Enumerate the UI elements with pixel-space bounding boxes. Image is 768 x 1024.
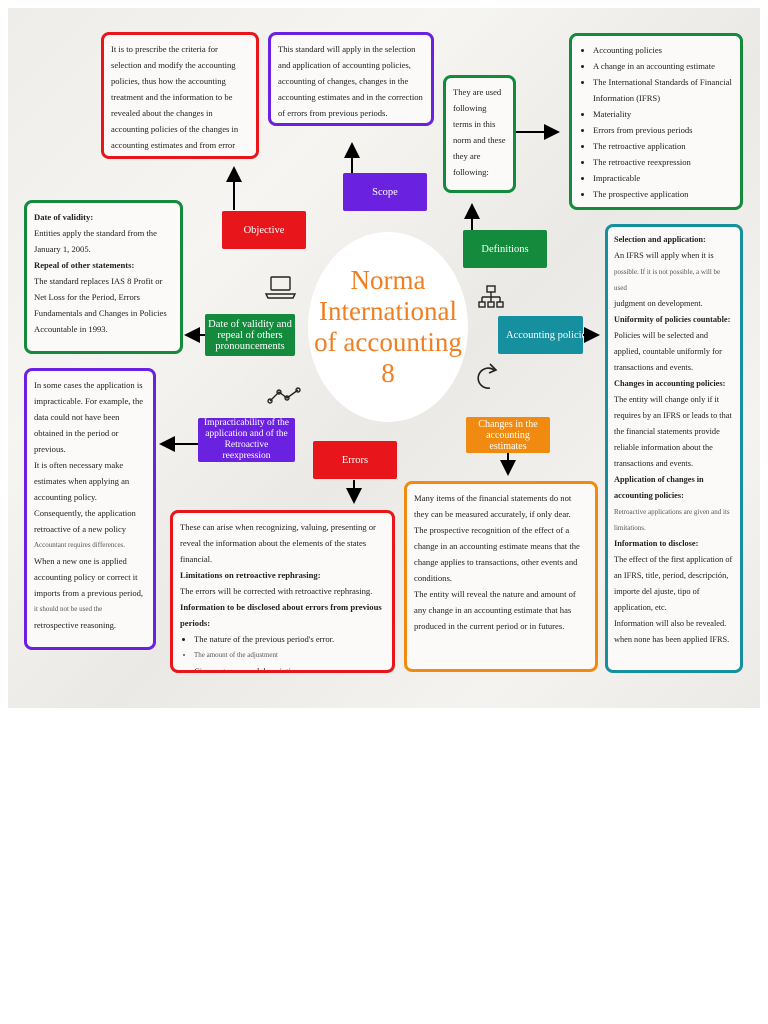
node-impracticability: Impracticability of the application and …	[198, 418, 295, 462]
definition-item: A change in an accounting estimate	[593, 58, 733, 74]
repeal-heading: Repeal of other statements:	[34, 260, 135, 270]
definitions-intro-text: They are used following terms in this no…	[453, 87, 506, 177]
definition-item: The retroactive application	[593, 138, 733, 154]
policies-heading-1: Selection and application:	[614, 235, 706, 244]
scope-text: This standard will apply in the selectio…	[278, 44, 423, 118]
line-graph-icon	[267, 387, 301, 404]
refresh-arrow-icon	[477, 363, 498, 389]
accounting-policies-box: Selection and application: An IFRS will …	[605, 224, 743, 673]
node-accounting-policies: Accounting policies	[498, 316, 583, 354]
policies-text-5: The effect of the first application of a…	[614, 555, 733, 612]
impracticability-text-1: In some cases the application is impract…	[34, 380, 144, 454]
disclosure-heading: Information to be disclosed about errors…	[180, 602, 382, 628]
central-title: Norma International of accounting 8	[314, 265, 462, 388]
central-topic: Norma International of accounting 8	[308, 232, 468, 422]
node-definitions: Definitions	[463, 230, 547, 268]
impracticability-text-6: retrospective reasoning.	[34, 620, 117, 630]
definition-item: Accounting policies	[593, 42, 733, 58]
policies-text-1: An IFRS will apply when it is	[614, 251, 714, 260]
definition-item: The prospective application	[593, 186, 733, 202]
errors-bullet: The amount of the adjustment	[194, 647, 385, 663]
policies-heading-3: Changes in accounting policies:	[614, 379, 726, 388]
errors-box: These can arise when recognizing, valuin…	[170, 510, 395, 673]
policies-text-1b: judgment on development.	[614, 299, 703, 308]
definitions-list-box: Accounting policies A change in an accou…	[569, 33, 743, 210]
hierarchy-icon	[478, 285, 504, 308]
repeal-text: The standard replaces IAS 8 Profit or Ne…	[34, 276, 167, 334]
objective-text: It is to prescribe the criteria for sele…	[111, 44, 239, 150]
impracticability-text-3: Accountant requires differences.	[34, 541, 126, 549]
impracticability-text-5: it should not be used the	[34, 605, 103, 613]
changes-text-3: The entity will reveal the nature and am…	[414, 589, 576, 631]
policies-heading-5: Information to disclose:	[614, 539, 699, 548]
errors-bullet: The nature of the previous period's erro…	[194, 631, 385, 647]
definitions-list: Accounting policies A change in an accou…	[579, 42, 733, 202]
impracticability-box: In some cases the application is impract…	[24, 368, 156, 650]
errors-text: These can arise when recognizing, valuin…	[180, 522, 376, 564]
policies-text-4: Retroactive applications are given and i…	[614, 508, 730, 532]
changes-text-1: Many items of the financial statements d…	[414, 493, 572, 519]
changes-text-2: The prospective recognition of the effec…	[414, 525, 580, 583]
node-objective: Objective	[222, 211, 306, 249]
node-changes-in-estimates: Changes in the accounting estimates	[466, 417, 550, 453]
date-heading: Date of validity:	[34, 212, 94, 222]
errors-bullet: Circumstances and descriptions.	[194, 663, 385, 670]
impracticability-text-2: It is often necessary make estimates whe…	[34, 460, 136, 534]
policies-text-2: Policies will be selected and applied, c…	[614, 331, 722, 372]
scope-box: This standard will apply in the selectio…	[268, 32, 434, 126]
date-of-validity-box: Date of validity: Entities apply the sta…	[24, 200, 183, 354]
definition-item: The retroactive reexpression	[593, 154, 733, 170]
changes-estimates-box: Many items of the financial statements d…	[404, 481, 598, 672]
policies-text-3: The entity will change only if it requir…	[614, 395, 732, 468]
date-text: Entities apply the standard from the Jan…	[34, 228, 157, 254]
impracticability-text-4: When a new one is applied accounting pol…	[34, 556, 144, 598]
definition-item: Impracticable	[593, 170, 733, 186]
policies-heading-2: Uniformity of policies countable:	[614, 315, 731, 324]
definition-item: Errors from previous periods	[593, 122, 733, 138]
limitations-text: The errors will be corrected with retroa…	[180, 586, 373, 596]
node-errors: Errors	[313, 441, 397, 479]
policies-heading-4: Application of changes in accounting pol…	[614, 475, 704, 500]
policies-text-1-small: possible. If it is not possible, a will …	[614, 268, 721, 292]
laptop-icon	[264, 276, 297, 299]
policies-text-6: Information will also be revealed. when …	[614, 619, 730, 644]
node-date-of-validity: Date of validity and repeal of others pr…	[205, 314, 295, 356]
definition-item: The International Standards of Financial…	[593, 74, 733, 106]
objective-box: It is to prescribe the criteria for sele…	[101, 32, 259, 159]
node-scope: Scope	[343, 173, 427, 211]
definition-item: Materiality	[593, 106, 733, 122]
limitations-heading: Limitations on retroactive rephrasing:	[180, 570, 321, 580]
definitions-intro-box: They are used following terms in this no…	[443, 75, 516, 193]
